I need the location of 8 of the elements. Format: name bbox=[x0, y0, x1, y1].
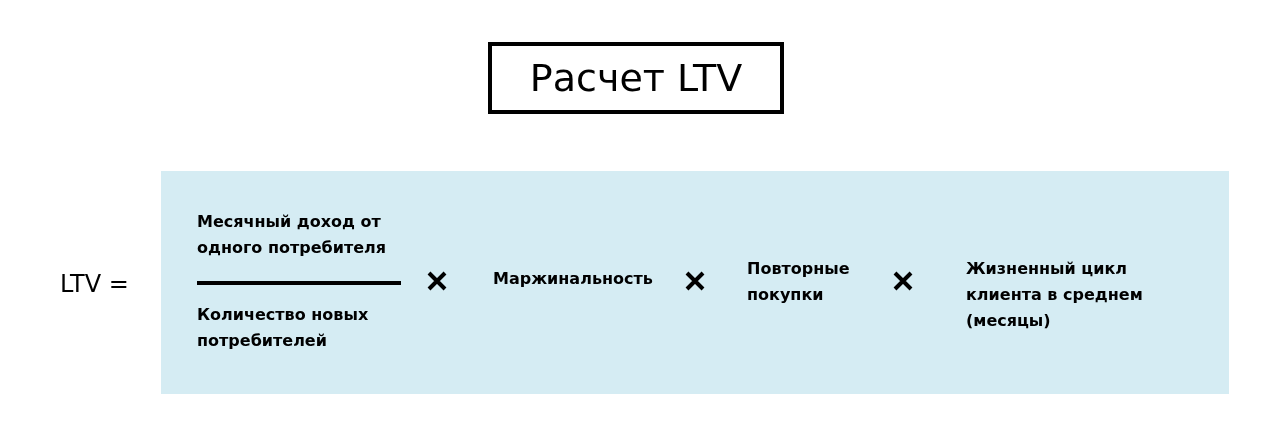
formula-term: Маржинальность bbox=[493, 268, 654, 290]
formula-term: Жизненный цикл клиента в среднем (месяцы) bbox=[966, 258, 1144, 332]
denominator-text: Количество новых потребителей bbox=[197, 304, 370, 352]
formula-panel bbox=[161, 171, 1229, 394]
title-box: Расчет LTV bbox=[488, 42, 784, 114]
numerator-text: Месячный доход от одного потребителя bbox=[197, 211, 387, 259]
formula-label: LTV = bbox=[60, 269, 130, 300]
formula-term: Повторные покупки bbox=[747, 258, 851, 306]
